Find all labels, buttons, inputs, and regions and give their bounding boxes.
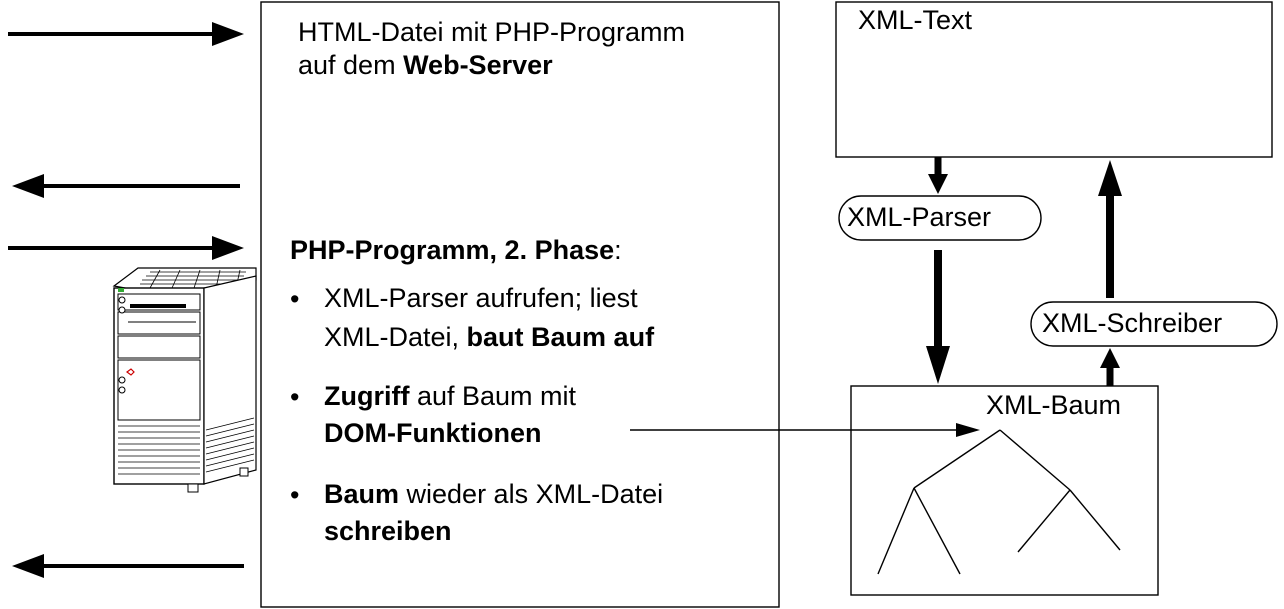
bullet-2-line2: DOM-Funktionen xyxy=(324,418,542,448)
xml-tree-icon xyxy=(877,429,1121,575)
server-tower-icon xyxy=(112,267,257,493)
xml-schreiber-label: XML-Schreiber xyxy=(1042,308,1223,338)
bullet-3-line2: schreiben xyxy=(324,516,452,546)
phase-heading-suffix: : xyxy=(614,235,622,265)
bullet-1-line2-bold: baut Baum auf xyxy=(466,322,655,352)
server-box-title-bold: Web-Server xyxy=(403,50,553,80)
phase-heading-bold: PHP-Programm, 2. Phase xyxy=(290,235,615,265)
xml-baum-box xyxy=(850,385,1159,596)
server-box xyxy=(260,1,780,608)
xml-text-box xyxy=(835,1,1273,158)
arrow-request-2 xyxy=(8,236,244,260)
arrow-text-to-parser xyxy=(928,157,948,194)
arrow-request-1 xyxy=(8,22,244,46)
server-box-title-prefix: auf dem xyxy=(298,50,404,80)
arrow-response-2 xyxy=(12,554,244,578)
bullet-3-line1-suffix: wieder als XML-Datei xyxy=(399,479,664,509)
bullet-dot-icon: • xyxy=(290,284,300,314)
server-box-title-line1: HTML-Datei mit PHP-Programm xyxy=(298,17,686,47)
xml-text-label: XML-Text xyxy=(858,5,973,35)
phase-heading: PHP-Programm, 2. Phase: xyxy=(290,234,622,266)
arrow-baum-to-schreiber xyxy=(1100,348,1120,386)
xml-parser-node xyxy=(838,195,1042,241)
bullet-2-line1-suffix: auf Baum mit xyxy=(409,381,577,411)
bullet-3-line1-bold: Baum xyxy=(324,479,400,509)
bullet-1-line2: XML-Datei, baut Baum auf xyxy=(324,321,654,353)
arrow-parser-to-baum xyxy=(926,250,950,384)
bullet-2-line1: Zugriff auf Baum mit xyxy=(324,380,576,412)
server-box-title-line2: auf dem Web-Server xyxy=(298,49,553,81)
xml-parser-label: XML-Parser xyxy=(847,202,992,232)
xml-baum-label: XML-Baum xyxy=(986,390,1122,420)
bullet-1-line2-prefix: XML-Datei, xyxy=(324,322,467,352)
xml-schreiber-node xyxy=(1030,301,1278,347)
bullet-dot-icon: • xyxy=(290,480,300,510)
bullet-1-line1: XML-Parser aufrufen; liest xyxy=(324,283,638,313)
bullet-2-line1-bold: Zugriff xyxy=(324,381,410,411)
arrow-schreiber-to-text xyxy=(1098,160,1122,298)
arrow-dom-access xyxy=(630,423,980,437)
bullet-3-line1: Baum wieder als XML-Datei xyxy=(324,478,663,510)
arrow-response-1 xyxy=(12,174,240,198)
bullet-dot-icon: • xyxy=(290,382,300,412)
